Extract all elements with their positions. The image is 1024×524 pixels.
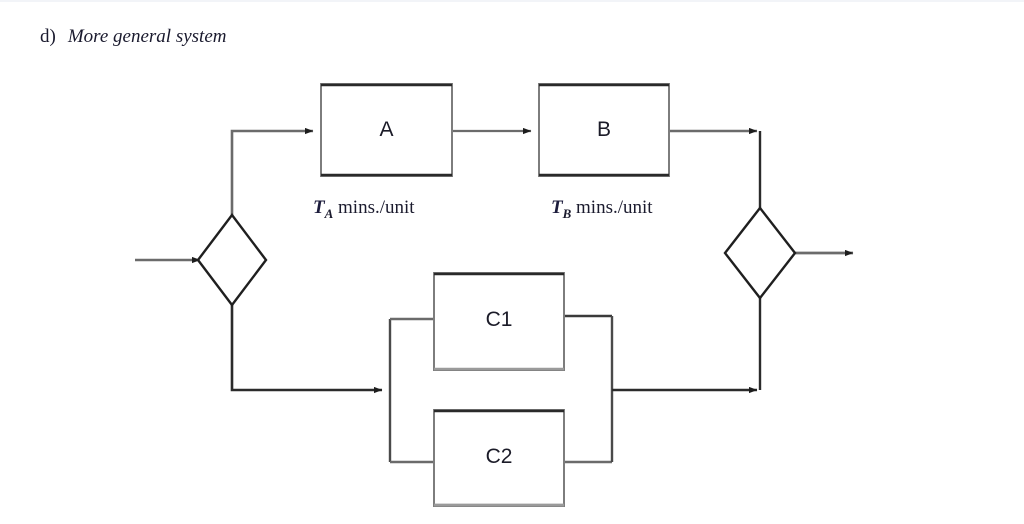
edge-C-join-bus xyxy=(564,314,614,464)
edge-C-join-to-join xyxy=(612,298,762,394)
edge-B-to-join xyxy=(669,127,762,210)
node-box-b[interactable] xyxy=(538,83,670,177)
node-join-diamond[interactable] xyxy=(723,206,797,300)
node-box-c2[interactable] xyxy=(433,409,565,507)
rate-subscript-a: A xyxy=(324,205,334,221)
rate-label-ta: TA mins./unit xyxy=(313,197,415,222)
edge-C-split-bus xyxy=(388,317,434,464)
node-box-a[interactable] xyxy=(320,83,453,177)
node-box-c1[interactable] xyxy=(433,272,565,371)
edge-split-to-A xyxy=(230,127,314,215)
rate-text-b: mins./unit xyxy=(576,197,653,218)
rate-text-a: mins./unit xyxy=(338,197,415,218)
rate-label-tb: TB mins./unit xyxy=(551,197,653,222)
rate-symbol-t-b: T xyxy=(551,197,563,218)
rate-symbol-t-a: T xyxy=(313,197,325,218)
caption-title: More general system xyxy=(67,26,227,47)
caption-marker: d) xyxy=(40,26,56,47)
figure-caption: d) More general system xyxy=(40,26,226,48)
node-split-diamond[interactable] xyxy=(196,213,268,307)
edge-split-to-C-branch xyxy=(230,305,383,394)
top-hairline xyxy=(0,0,1024,2)
rate-subscript-b: B xyxy=(562,205,572,221)
